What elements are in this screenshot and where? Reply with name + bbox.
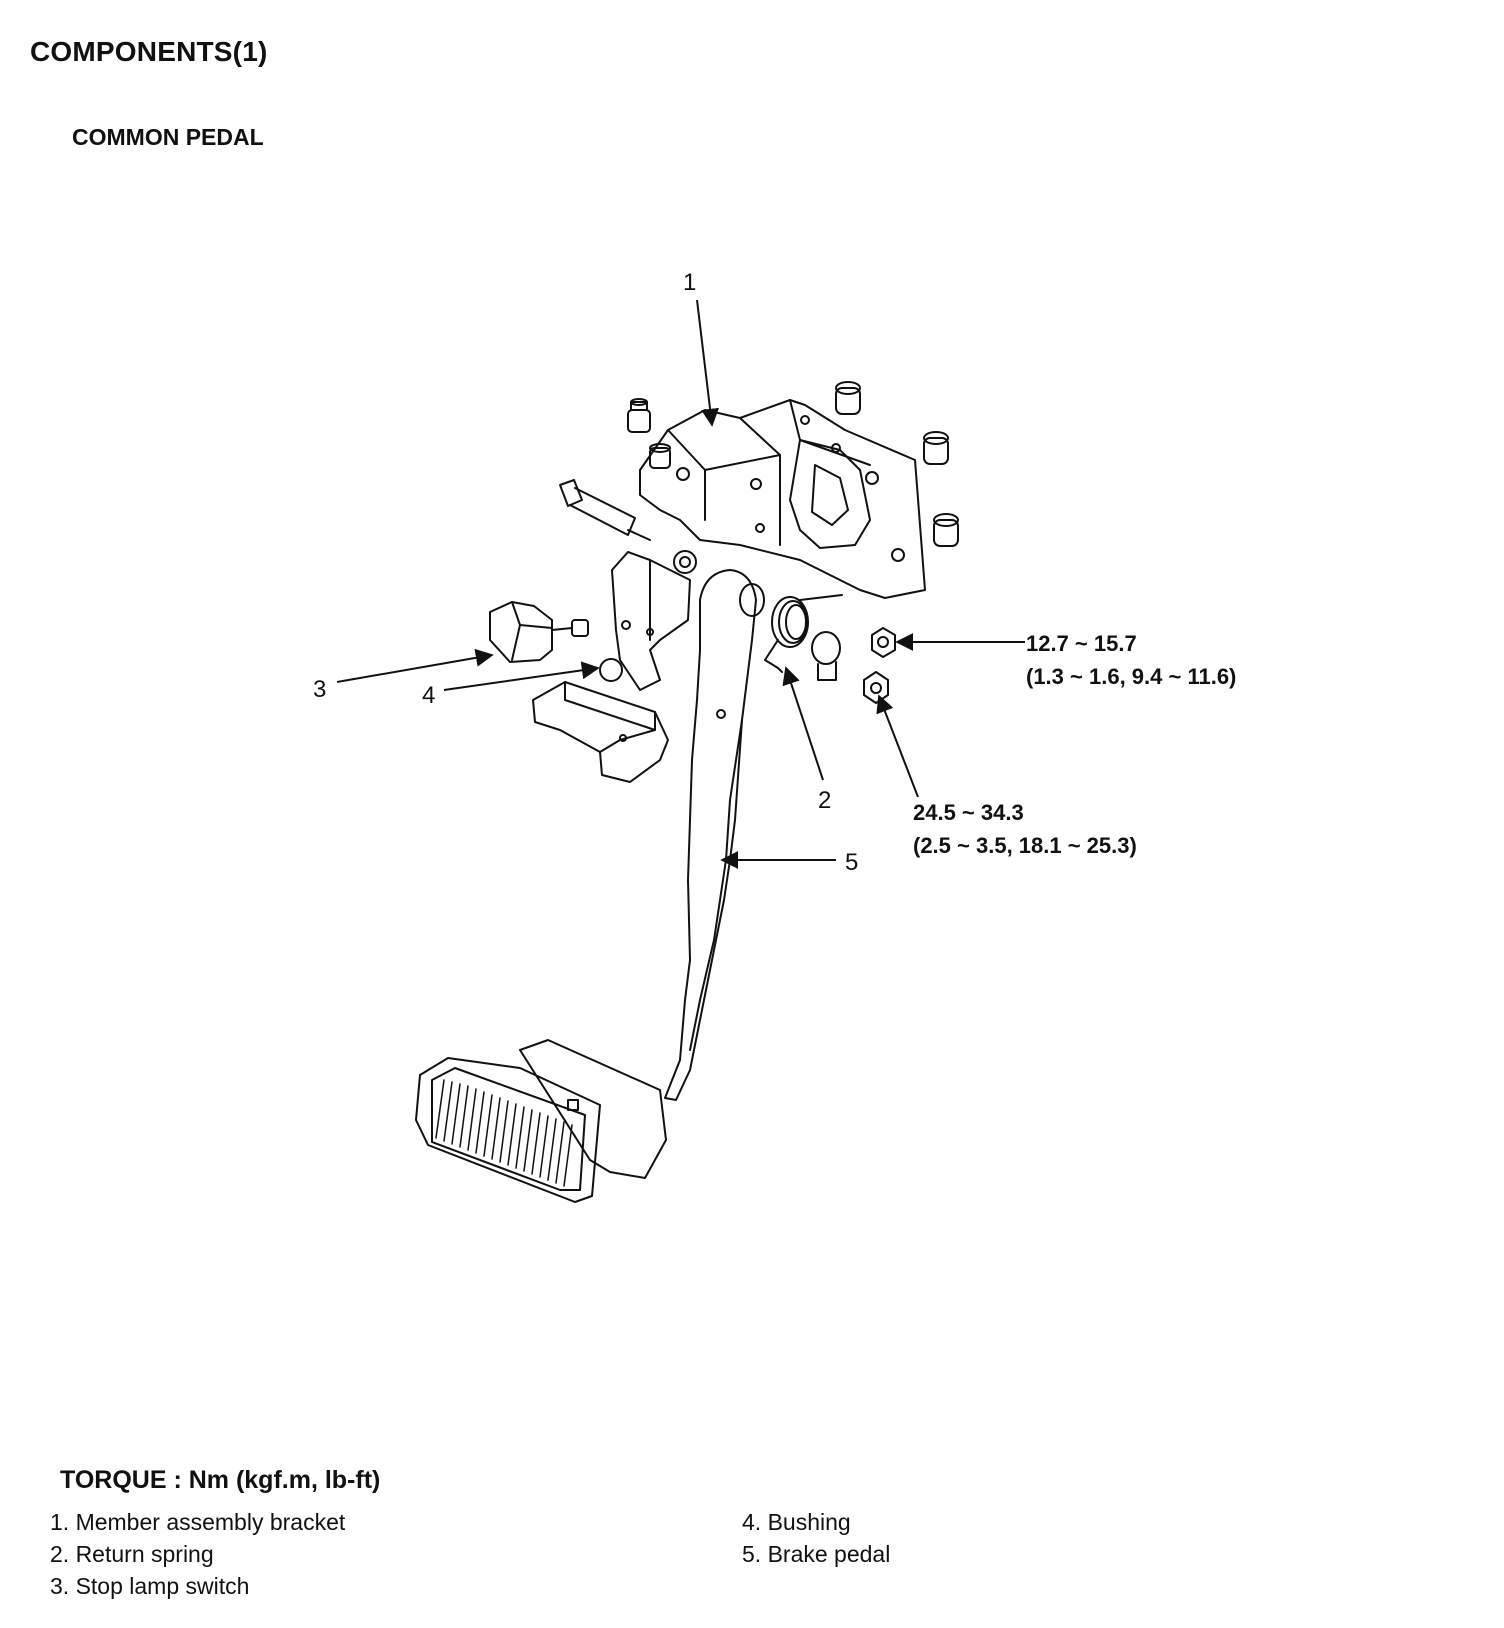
callout-4: 4 [422,682,435,709]
pivot-bolt [559,479,697,574]
legend-title: TORQUE : Nm (kgf.m, lb-ft) [60,1466,381,1494]
torque-upper-detail: (1.3 ~ 1.6, 9.4 ~ 11.6) [1026,664,1236,689]
leader-lower-torque [876,694,919,798]
torque-lower-detail: (2.5 ~ 3.5, 18.1 ~ 25.3) [913,833,1137,858]
leader-4 [443,661,600,691]
member-assembly-bracket [639,399,926,599]
upper-nut [871,627,896,658]
legend-item: 5. Brake pedal [742,1541,891,1567]
stopper-pad [532,681,669,783]
switch-bracket [611,551,691,691]
pedal-pad [415,1039,667,1203]
legend-column-left: 1. Member assembly bracket 2. Return spr… [50,1506,345,1602]
callout-2: 2 [818,787,831,814]
return-spring [764,594,843,673]
callout-5: 5 [845,849,858,876]
callout-3: 3 [313,676,326,703]
leader-1 [696,299,720,427]
callout-1: 1 [683,269,696,296]
page-subtitle: COMMON PEDAL [72,124,264,150]
legend-item: 3. Stop lamp switch [50,1573,250,1599]
torque-lower-value: 24.5 ~ 34.3 [913,800,1024,825]
bushing [599,658,623,682]
legend-item: 2. Return spring [50,1541,214,1567]
lower-nut [863,671,889,704]
torque-upper-value: 12.7 ~ 15.7 [1026,631,1137,656]
stop-lamp-switch [489,601,589,663]
brake-pedal-arm [664,569,765,1101]
legend-item: 1. Member assembly bracket [50,1509,346,1535]
legend-column-right: 4. Bushing 5. Brake pedal [742,1506,890,1570]
leader-2 [782,666,824,781]
bracket-fasteners [627,381,959,547]
legend-item: 4. Bushing [742,1509,851,1535]
page-title: COMPONENTS(1) [30,36,268,67]
pedal-pad-grip [435,1079,573,1187]
spring-collar [811,631,841,681]
leader-3 [336,648,494,683]
